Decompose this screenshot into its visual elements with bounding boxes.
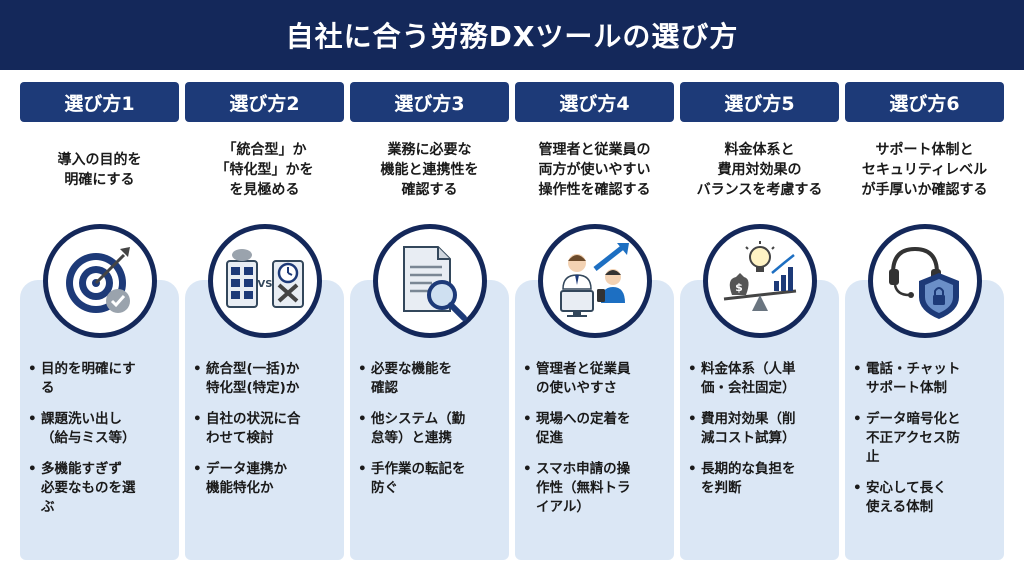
support-security-icon: [868, 224, 982, 338]
list-item: 他システム（勤怠等）と連携: [358, 410, 506, 448]
step-subtitle: 料金体系と費用対効果のバランスを考慮する: [696, 142, 823, 198]
step-subtitle: 「統合型」か「特化型」かをを見極める: [215, 142, 314, 198]
step-label: 選び方5: [680, 82, 839, 122]
step-subtitle: サポート体制とセキュリティレベルが手厚いか確認する: [861, 142, 988, 198]
cost-balance-icon: $: [703, 224, 817, 338]
document-search-icon: [373, 224, 487, 338]
step-label: 選び方1: [20, 82, 179, 122]
step-label: 選び方2: [185, 82, 344, 122]
list-item: 料金体系（人単価・会社固定）: [688, 360, 836, 398]
step-label: 選び方3: [350, 82, 509, 122]
svg-text:$: $: [735, 281, 743, 294]
integrated-vs-specialized-icon: VS: [208, 224, 322, 338]
step-subtitle: 管理者と従業員の両方が使いやすい操作性を確認する: [538, 142, 651, 198]
step-label: 選び方4: [515, 82, 674, 122]
list-item: 課題洗い出し（給与ミス等）: [28, 410, 176, 448]
users-devices-icon: [538, 224, 652, 338]
svg-text:VS: VS: [258, 279, 273, 290]
step-subtitle: 業務に必要な機能と連携性を確認する: [380, 142, 479, 198]
page-title: 自社に合う労務DXツールの選び方: [0, 0, 1024, 70]
target-icon: [43, 224, 157, 338]
step-label: 選び方6: [845, 82, 1004, 122]
step-subtitle: 導入の目的を明確にする: [57, 152, 142, 188]
